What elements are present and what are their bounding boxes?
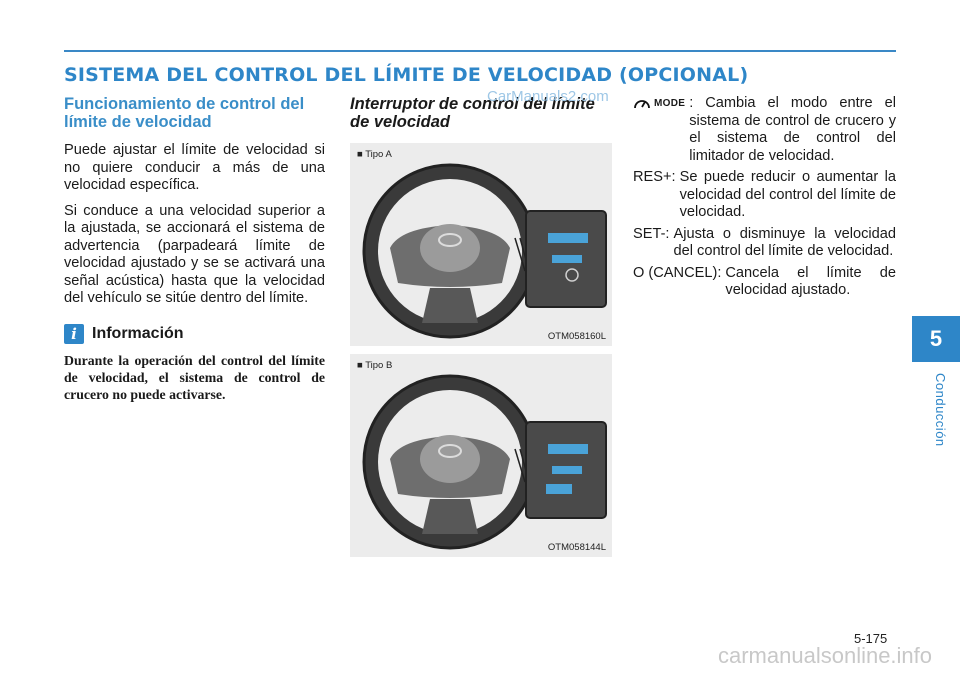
chapter-name: Conducción [933,373,948,447]
figure-type-a-code: OTM058160L [547,331,606,342]
switch-heading: Interruptor de control del límite de vel… [350,95,595,131]
mode-label: MODE [654,98,686,109]
operation-heading: Funcionamiento de control del límite de … [64,95,305,131]
chapter-tab: 5 [912,316,960,362]
cancel-description: Cancela el límite de velocidad ajustado. [725,264,896,299]
top-rule [64,50,896,52]
set-key: SET-: [633,225,670,242]
figure-type-b-tag: ■ Tipo B [357,360,393,371]
operation-paragraph-2: Si conduce a una velocidad superior a la… [64,202,325,307]
mode-description: : Cambia el modo entre el sistema de con… [689,95,896,164]
res-key: RES+: [633,169,676,185]
speedometer-icon [634,100,650,109]
cancel-key: O (CANCEL): [633,264,722,281]
info-icon: i [64,323,84,344]
mode-key: MODE [633,95,689,165]
footer-watermark: carmanualsonline.info [718,643,933,668]
figure-type-b: ■ Tipo B OTM058144L [350,354,612,557]
watermark-text: CarManuals2.com [487,88,609,105]
column-buttons: MODE : Cambia el modo entre el sistema d… [633,95,896,304]
column-switch: Interruptor de control del límite de vel… [350,95,612,565]
set-description: Ajusta o disminuye la velocidad del cont… [673,225,897,260]
info-text: Durante la operación del control del lím… [64,352,325,402]
figure-type-a-tag: ■ Tipo A [357,149,392,160]
figure-type-b-code: OTM058144L [547,542,606,553]
operation-paragraph-1: Puede ajustar el límite de velocidad si … [64,142,325,193]
steering-wheel-illustration [362,163,607,339]
info-title: Información [92,324,184,342]
res-description: Se puede reducir o aumentar la velocidad… [679,169,896,220]
info-header: i Información [64,323,325,344]
column-operation: Funcionamiento de control del límite de … [64,95,325,403]
entry-set: SET-: Ajusta o disminuye la velocidad de… [633,226,896,261]
entry-cancel: O (CANCEL): Cancela el límite de velocid… [633,265,896,300]
entry-res: RES+: Se puede reducir o aumentar la vel… [633,169,896,222]
page-number: 5-175 [854,631,888,646]
steering-wheel-illustration-b [362,374,607,550]
figure-type-a: ■ Tipo A OTM058160L [350,143,612,346]
entry-mode: MODE : Cambia el modo entre el sistema d… [633,95,896,165]
section-title: SISTEMA DEL CONTROL DEL LÍMITE DE VELOCI… [64,64,749,86]
